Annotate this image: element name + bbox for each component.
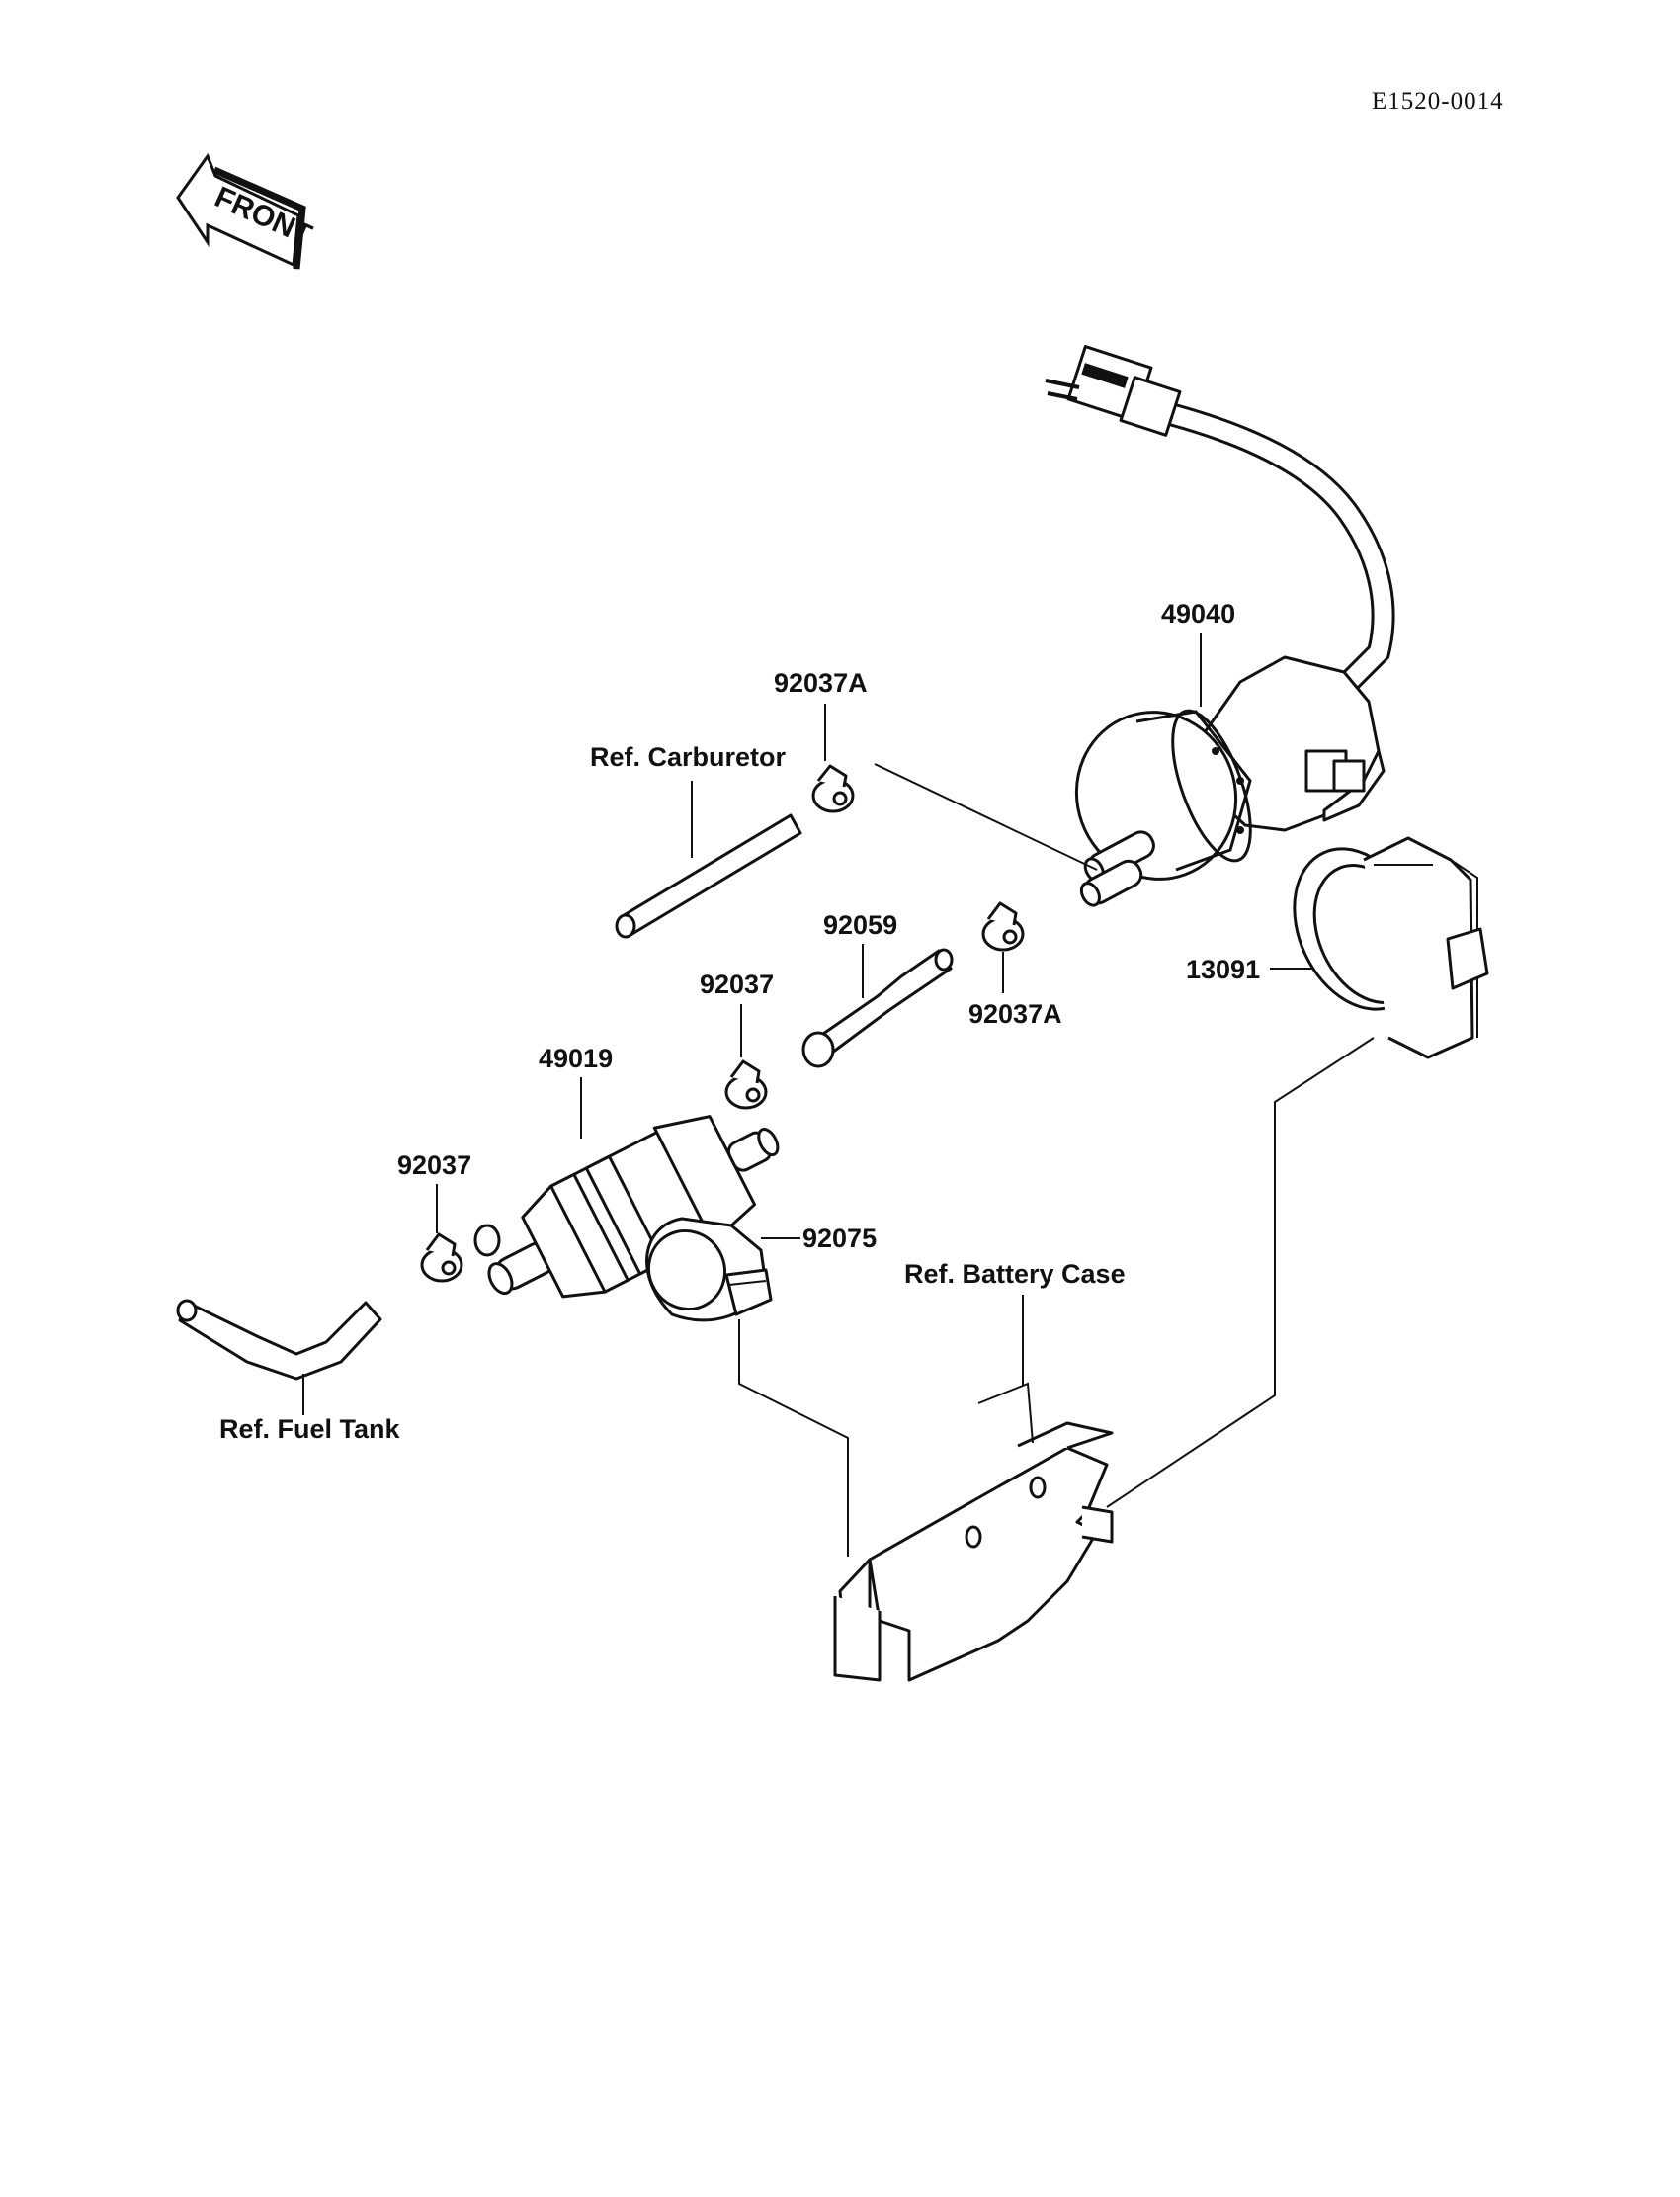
carburetor-hose-icon (615, 813, 802, 939)
diagram-code: E1520-0014 (1372, 88, 1504, 115)
hose-clamp-icon (811, 764, 855, 813)
fuel-pump-wire-icon (1045, 345, 1395, 694)
fuel-tank-hose-icon (176, 1299, 382, 1381)
fuel-hose-icon (801, 948, 954, 1068)
hose-clamp-icon (724, 1059, 768, 1110)
label-92037-mid: 92037 (700, 970, 774, 999)
label-13091: 13091 (1186, 955, 1260, 984)
label-92075: 92075 (802, 1224, 877, 1253)
hose-clamp-icon (981, 901, 1025, 952)
label-92037a-top: 92037A (774, 668, 868, 698)
pump-holder-icon (1293, 836, 1489, 1059)
label-49040: 49040 (1161, 599, 1235, 629)
battery-case-bracket-icon (833, 1382, 1114, 1682)
filter-holder-icon (645, 1217, 773, 1322)
label-92037-left: 92037 (397, 1150, 471, 1180)
fuel-pump-icon (1074, 655, 1386, 907)
label-ref-fuel-tank: Ref. Fuel Tank (219, 1414, 401, 1444)
front-arrow-icon: FRONT (176, 152, 316, 270)
label-49019: 49019 (539, 1044, 613, 1073)
label-ref-battery-case: Ref. Battery Case (904, 1259, 1126, 1289)
label-92059: 92059 (823, 910, 897, 940)
hose-clamp-icon (420, 1232, 463, 1283)
label-ref-carburetor: Ref. Carburetor (590, 742, 787, 772)
label-92037a-right: 92037A (968, 999, 1062, 1029)
